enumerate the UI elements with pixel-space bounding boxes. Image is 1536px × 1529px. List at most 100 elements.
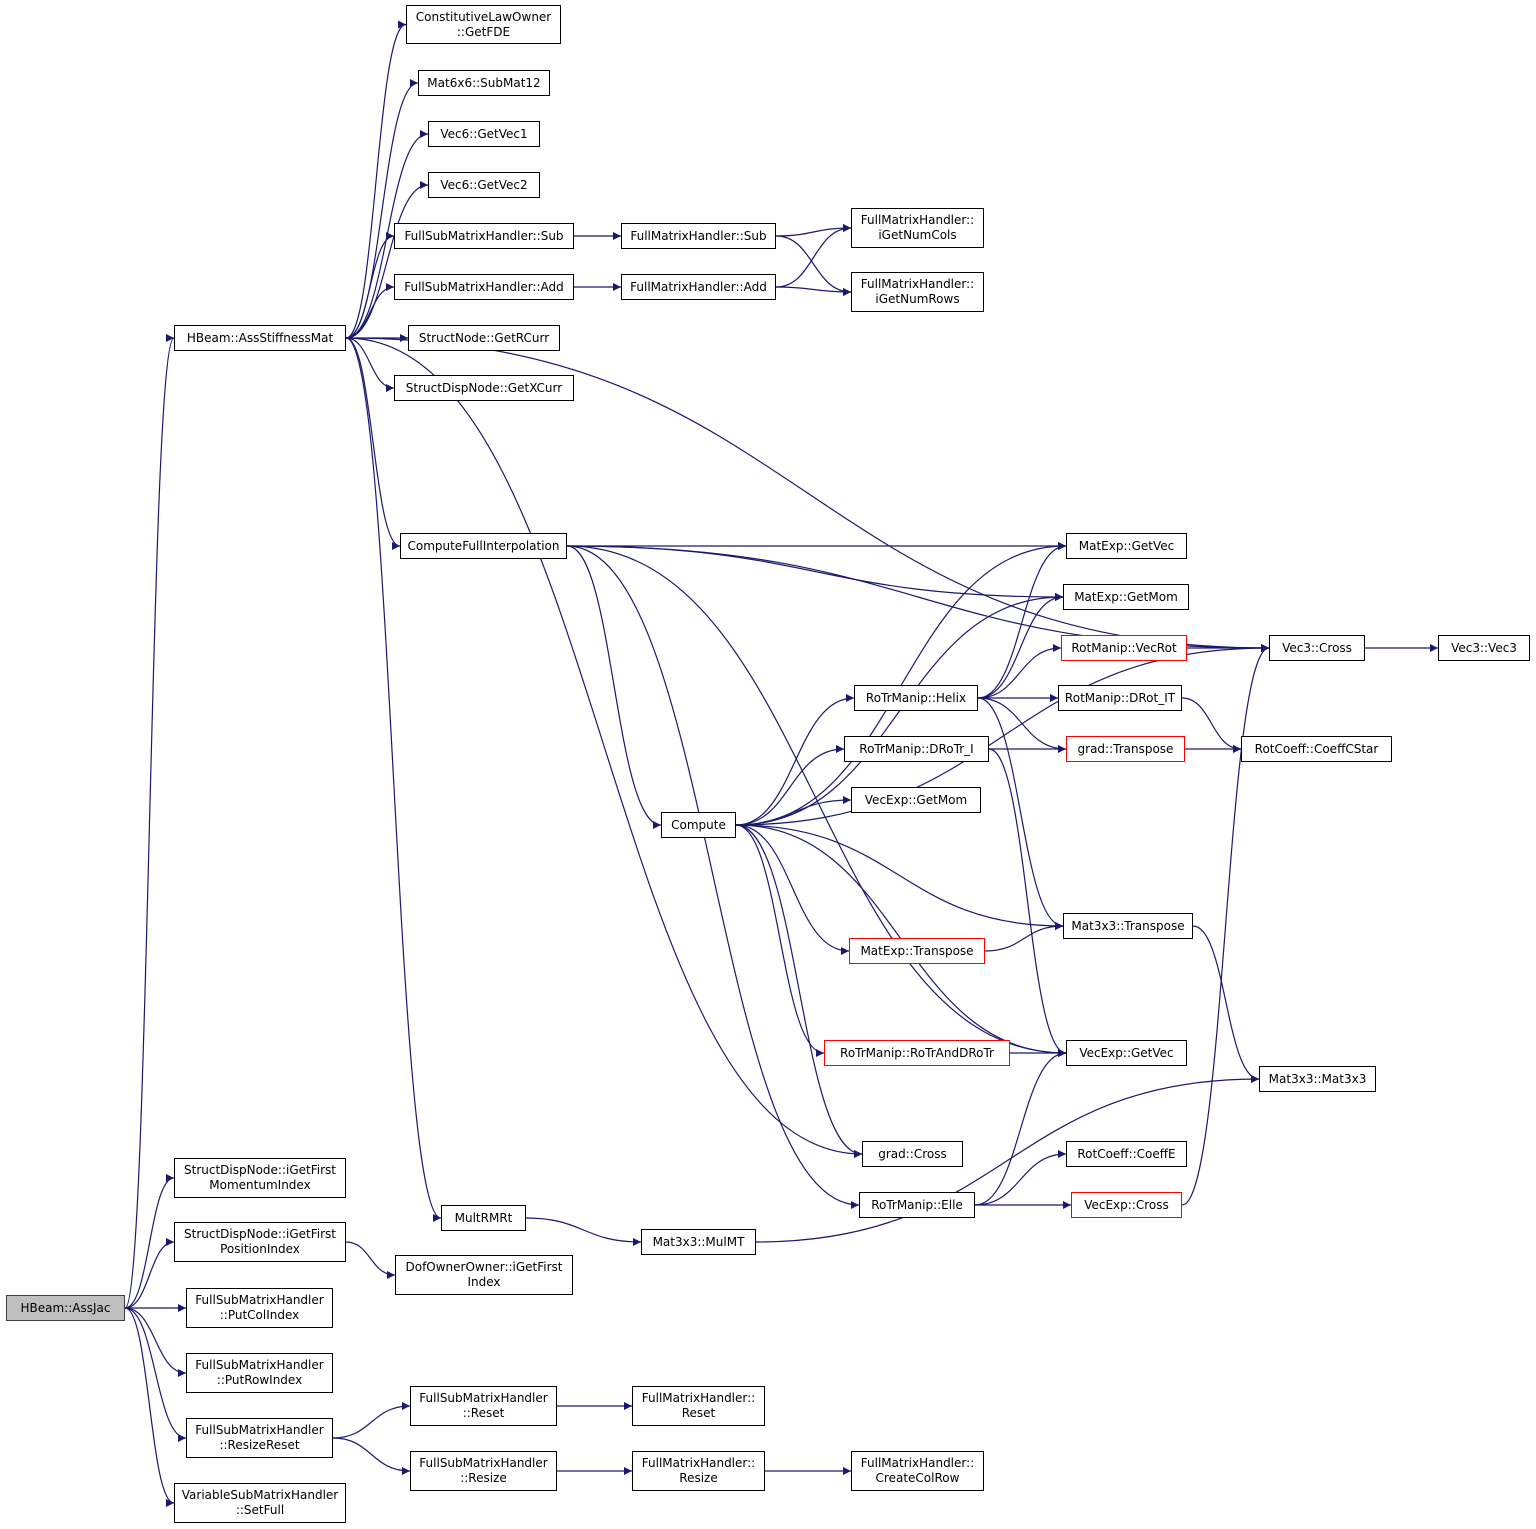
node-numcols[interactable]: FullMatrixHandler::iGetNumCols bbox=[851, 208, 984, 248]
node-label-line: iGetNumCols bbox=[878, 228, 957, 242]
node-getrcurr[interactable]: StructNode::GetRCurr bbox=[408, 325, 560, 351]
node-fmh-resize[interactable]: FullMatrixHandler::Resize bbox=[632, 1451, 765, 1491]
node-fsmh-add[interactable]: FullSubMatrixHandler::Add bbox=[394, 274, 574, 300]
edge-fmh-add-to-numrows bbox=[775, 286, 852, 296]
node-matexp-transpose[interactable]: MatExp::Transpose bbox=[849, 938, 985, 964]
edge-posidx-to-dofidx bbox=[345, 1241, 396, 1279]
node-label-line: MatExp::GetMom bbox=[1074, 589, 1178, 604]
node-label-line: VariableSubMatrixHandler bbox=[181, 1488, 339, 1502]
node-label-line: Compute bbox=[671, 817, 726, 832]
node-vecexp-getmom[interactable]: VecExp::GetMom bbox=[851, 787, 981, 813]
node-putcol[interactable]: FullSubMatrixHandler::PutColIndex bbox=[186, 1288, 333, 1328]
node-vecexp-getvec[interactable]: VecExp::GetVec bbox=[1066, 1040, 1187, 1066]
node-label-line: FullSubMatrixHandler bbox=[419, 1391, 548, 1405]
node-label-line: StructDispNode::GetXCurr bbox=[405, 380, 563, 395]
node-helix[interactable]: RoTrManip::Helix bbox=[854, 685, 978, 711]
node-label-line: HBeam::AssStiffnessMat bbox=[186, 330, 334, 345]
node-matexp-getmom[interactable]: MatExp::GetMom bbox=[1063, 584, 1189, 610]
node-rotranddrotr[interactable]: RoTrManip::RoTrAndDRoTr bbox=[824, 1040, 1010, 1066]
node-assstiff[interactable]: HBeam::AssStiffnessMat bbox=[174, 325, 346, 351]
node-compute[interactable]: Compute bbox=[661, 812, 736, 838]
node-elle[interactable]: RoTrManip::Elle bbox=[859, 1192, 975, 1218]
edge-assstiff-to-getxcurr bbox=[345, 337, 395, 392]
node-fsmh-resize[interactable]: FullSubMatrixHandler::Resize bbox=[410, 1451, 557, 1491]
node-label-line: MomentumIndex bbox=[209, 1178, 311, 1192]
node-label-line: ::Resize bbox=[460, 1471, 507, 1485]
node-label-line: PositionIndex bbox=[220, 1242, 300, 1256]
node-label-line: ::PutColIndex bbox=[219, 1308, 300, 1322]
node-label-line: StructDispNode::iGetFirst bbox=[184, 1163, 336, 1177]
node-getvec1[interactable]: Vec6::GetVec1 bbox=[428, 121, 540, 147]
node-fmh-reset[interactable]: FullMatrixHandler::Reset bbox=[632, 1386, 765, 1426]
node-setfull[interactable]: VariableSubMatrixHandler::SetFull bbox=[174, 1483, 346, 1523]
edge-fmh-sub-to-numrows bbox=[775, 235, 852, 296]
node-label-line: RotManip::VecRot bbox=[1071, 640, 1177, 655]
node-label-line: ::SetFull bbox=[235, 1503, 285, 1517]
edge-helix-to-vecrot bbox=[977, 644, 1062, 699]
node-mulmt[interactable]: Mat3x3::MulMT bbox=[641, 1229, 756, 1255]
node-fmh-add[interactable]: FullMatrixHandler::Add bbox=[621, 274, 776, 300]
edge-resizereset-to-fsmh-reset bbox=[332, 1402, 411, 1439]
node-putrow[interactable]: FullSubMatrixHandler::PutRowIndex bbox=[186, 1353, 333, 1393]
node-label-line: ::Reset bbox=[462, 1406, 505, 1420]
node-label-line: FullMatrixHandler:: bbox=[641, 1391, 756, 1405]
node-vec3vec3[interactable]: Vec3::Vec3 bbox=[1438, 635, 1530, 661]
node-assjac: HBeam::AssJac bbox=[6, 1295, 125, 1321]
node-numrows[interactable]: FullMatrixHandler::iGetNumRows bbox=[851, 272, 984, 312]
node-resizereset[interactable]: FullSubMatrixHandler::ResizeReset bbox=[186, 1418, 333, 1458]
node-matexp-getvec[interactable]: MatExp::GetVec bbox=[1066, 533, 1187, 559]
node-label-line: DofOwnerOwner::iGetFirst bbox=[405, 1260, 563, 1274]
node-coeffe[interactable]: RotCoeff::CoeffE bbox=[1066, 1141, 1187, 1167]
node-drot-it[interactable]: RotManip::DRot_IT bbox=[1058, 685, 1182, 711]
node-label-line: Vec6::GetVec2 bbox=[440, 177, 528, 192]
node-grad-transpose[interactable]: grad::Transpose bbox=[1066, 736, 1185, 762]
node-label-line: FullSubMatrixHandler bbox=[419, 1456, 548, 1470]
node-vec3cross[interactable]: Vec3::Cross bbox=[1269, 635, 1365, 661]
edge-assjac-to-posidx bbox=[124, 1238, 175, 1309]
node-drotr-i[interactable]: RoTrManip::DRoTr_I bbox=[844, 736, 989, 762]
node-mat3x3[interactable]: Mat3x3::Mat3x3 bbox=[1259, 1066, 1376, 1092]
edge-compute-to-matexp-transpose bbox=[735, 824, 850, 955]
node-label-line: VecExp::GetVec bbox=[1079, 1045, 1174, 1060]
node-createcolrow[interactable]: FullMatrixHandler::CreateColRow bbox=[851, 1451, 984, 1491]
node-fsmh-sub[interactable]: FullSubMatrixHandler::Sub bbox=[394, 223, 574, 249]
node-label-line: ::GetFDE bbox=[456, 24, 511, 39]
node-getxcurr[interactable]: StructDispNode::GetXCurr bbox=[394, 375, 574, 401]
node-vecrot[interactable]: RotManip::VecRot bbox=[1061, 635, 1187, 661]
node-submat12[interactable]: Mat6x6::SubMat12 bbox=[418, 70, 550, 96]
node-getfde[interactable]: ConstitutiveLawOwner::GetFDE bbox=[406, 5, 561, 44]
node-label-line: iGetNumRows bbox=[875, 292, 960, 306]
node-fmh-sub[interactable]: FullMatrixHandler::Sub bbox=[621, 223, 776, 249]
node-grad-cross[interactable]: grad::Cross bbox=[862, 1141, 963, 1167]
edge-fmh-sub-to-numcols bbox=[775, 224, 852, 237]
node-label-line: Reset bbox=[681, 1406, 716, 1420]
edge-assjac-to-assstiff bbox=[124, 334, 175, 1309]
node-label-line: ::PutRowIndex bbox=[216, 1373, 303, 1387]
edge-assstiff-to-grad-cross bbox=[345, 337, 863, 1158]
node-cfi[interactable]: ComputeFullInterpolation bbox=[400, 533, 567, 559]
edge-compute-to-mat3-transpose bbox=[735, 824, 1064, 930]
node-vecexp-cross[interactable]: VecExp::Cross bbox=[1071, 1192, 1182, 1218]
node-fsmh-reset[interactable]: FullSubMatrixHandler::Reset bbox=[410, 1386, 557, 1426]
edge-assstiff-to-multrmrt bbox=[345, 337, 442, 1222]
edge-elle-to-vecexp-getvec bbox=[974, 1049, 1067, 1206]
node-getvec2[interactable]: Vec6::GetVec2 bbox=[428, 172, 540, 198]
node-coeffcstar[interactable]: RotCoeff::CoeffCStar bbox=[1241, 736, 1392, 762]
node-label-line: Mat6x6::SubMat12 bbox=[427, 75, 541, 90]
node-mat3-transpose[interactable]: Mat3x3::Transpose bbox=[1063, 913, 1193, 939]
edge-assjac-to-resizereset bbox=[124, 1307, 187, 1442]
edge-assjac-to-momidx bbox=[124, 1174, 175, 1309]
edge-assstiff-to-fsmh-sub bbox=[345, 232, 395, 339]
node-label-line: Index bbox=[467, 1275, 501, 1289]
node-label-line: Mat3x3::MulMT bbox=[652, 1234, 745, 1249]
node-label-line: FullSubMatrixHandler bbox=[195, 1423, 324, 1437]
node-multrmrt[interactable]: MultRMRt bbox=[441, 1205, 526, 1231]
edge-assstiff-to-fsmh-add bbox=[345, 283, 395, 339]
node-label-line: VecExp::GetMom bbox=[864, 792, 968, 807]
node-label-line: VecExp::Cross bbox=[1084, 1197, 1169, 1212]
node-label-line: RoTrManip::Elle bbox=[871, 1197, 963, 1212]
